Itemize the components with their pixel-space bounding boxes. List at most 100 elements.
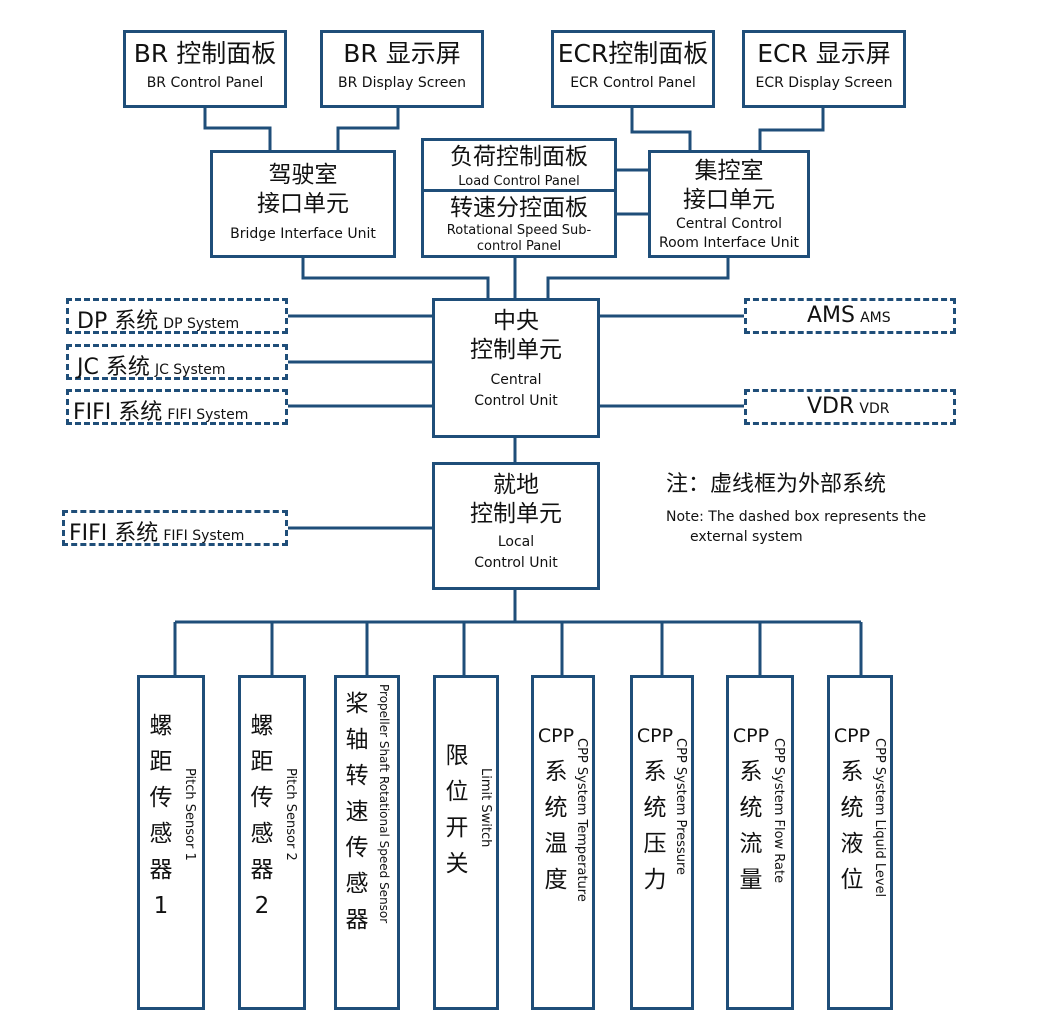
cpp-liquid-level-char: 系 xyxy=(840,759,864,785)
ecr-control-panel-en: ECR Control Panel xyxy=(570,75,696,91)
central-room-unit-zh-line2: 接口单元 xyxy=(683,187,775,213)
pitch-sensor-2-char: 螺 xyxy=(250,713,274,739)
pitch-sensor-2-char: 感 xyxy=(250,821,274,847)
cpp-flow-rate-en: CPP System Flow Rate xyxy=(771,738,786,884)
cpp-temperature-char: 温 xyxy=(544,831,568,857)
local-unit-en-line2: Control Unit xyxy=(474,555,558,571)
cpp-temperature-char: 系 xyxy=(544,759,568,785)
cpp-flow-rate-char: 统 xyxy=(739,795,763,821)
pitch-sensor-1-char: 感 xyxy=(149,821,173,847)
local-unit-zh-line2: 控制单元 xyxy=(470,501,562,527)
cpp-liquid-level-box: CPP 系 统 液 位 CPP System Liquid Level xyxy=(827,675,893,1010)
cpp-flow-rate-char: CPP xyxy=(732,725,770,747)
pitch-sensor-1-zh: 螺 距 传 感 器 1 xyxy=(144,708,178,924)
shaft-sensor-char: 感 xyxy=(345,871,369,897)
ams-sub-label: AMS xyxy=(860,310,891,326)
cpp-pressure-char: 统 xyxy=(643,795,667,821)
ecr-display-screen-box: ECR 显示屏 ECR Display Screen xyxy=(742,30,906,108)
propeller-shaft-speed-sensor-box: 桨 轴 转 速 传 感 器 Propeller Shaft Rotational… xyxy=(334,675,400,1010)
limit-switch-box: 限 位 开 关 Limit Switch xyxy=(433,675,499,1010)
dp-system-en: DP System xyxy=(163,316,240,332)
limit-switch-char: 位 xyxy=(445,779,469,805)
cpp-flow-rate-box: CPP 系 统 流 量 CPP System Flow Rate xyxy=(726,675,794,1010)
cpp-pressure-box: CPP 系 统 压 力 CPP System Pressure xyxy=(630,675,694,1010)
vdr-sub-label: VDR xyxy=(859,401,890,417)
central-room-unit-en-line1: Central Control xyxy=(675,216,783,232)
cpp-temperature-zh: CPP 系 统 温 度 xyxy=(536,718,576,898)
dp-system-box: DP 系统 DP System xyxy=(66,298,288,334)
cpp-pressure-char: 压 xyxy=(643,831,667,857)
pitch-sensor-2-char: 2 xyxy=(254,893,270,919)
pitch-sensor-1-char: 螺 xyxy=(149,713,173,739)
cpp-temperature-box: CPP 系 统 温 度 CPP System Temperature xyxy=(531,675,595,1010)
cpp-temperature-char: 统 xyxy=(544,795,568,821)
pitch-sensor-1-box: 螺 距 传 感 器 1 Pitch Sensor 1 xyxy=(137,675,205,1010)
br-control-panel-en: BR Control Panel xyxy=(146,75,264,91)
shaft-sensor-char: 器 xyxy=(345,907,369,933)
pitch-sensor-1-char: 传 xyxy=(149,785,173,811)
pitch-sensor-2-box: 螺 距 传 感 器 2 Pitch Sensor 2 xyxy=(238,675,306,1010)
note-en: Note: The dashed box represents the exte… xyxy=(666,507,926,547)
cpp-temperature-char: CPP xyxy=(537,725,575,747)
cpp-pressure-zh: CPP 系 统 压 力 xyxy=(635,718,675,898)
limit-switch-char: 限 xyxy=(445,743,469,769)
note-en-line1: Note: The dashed box represents the xyxy=(666,509,927,525)
shaft-sensor-char: 轴 xyxy=(345,727,369,753)
note-zh: 注：虚线框为外部系统 xyxy=(666,472,887,497)
pitch-sensor-2-zh: 螺 距 传 感 器 2 xyxy=(245,708,279,924)
bridge-interface-unit-box: 驾驶室 接口单元 Bridge Interface Unit xyxy=(210,150,396,258)
fifi-system-local-zh: FIFI 系统 xyxy=(69,521,159,546)
cpp-liquid-level-en: CPP System Liquid Level xyxy=(872,738,887,898)
br-display-screen-box: BR 显示屏 BR Display Screen xyxy=(320,30,484,108)
pitch-sensor-2-en: Pitch Sensor 2 xyxy=(283,768,298,861)
ecr-display-screen-zh: ECR 显示屏 xyxy=(757,39,891,68)
speed-sub-control-panel-box: 转速分控面板 Rotational Speed Sub- control Pan… xyxy=(421,189,617,258)
br-display-screen-en: BR Display Screen xyxy=(338,75,466,91)
cpp-temperature-en: CPP System Temperature xyxy=(574,738,589,902)
limit-switch-char: 关 xyxy=(445,851,469,877)
cpp-liquid-level-char: 位 xyxy=(840,867,864,893)
cpp-liquid-level-char: CPP xyxy=(833,725,871,747)
shaft-sensor-char: 速 xyxy=(345,799,369,825)
pitch-sensor-2-char: 距 xyxy=(250,749,274,775)
jc-system-zh: JC 系统 xyxy=(77,355,150,380)
local-control-unit-box: 就地 控制单元 Local Control Unit xyxy=(432,462,600,590)
speed-panel-en-line1: Rotational Speed Sub- xyxy=(446,223,592,238)
shaft-sensor-char: 桨 xyxy=(345,691,369,717)
fifi-system-box-central: FIFI 系统 FIFI System xyxy=(66,389,288,425)
propeller-shaft-speed-sensor-en: Propeller Shaft Rotational Speed Sensor xyxy=(377,684,391,924)
load-control-panel-en: Load Control Panel xyxy=(458,174,580,189)
limit-switch-en: Limit Switch xyxy=(478,768,493,848)
ecr-control-panel-box: ECR控制面板 ECR Control Panel xyxy=(551,30,715,108)
cpp-pressure-char: 系 xyxy=(643,759,667,785)
pitch-sensor-2-char: 器 xyxy=(250,857,274,883)
cpp-liquid-level-char: 统 xyxy=(840,795,864,821)
vdr-box: VDR VDR xyxy=(744,389,956,425)
cpp-pressure-en: CPP System Pressure xyxy=(673,738,688,876)
load-control-panel-zh: 负荷控制面板 xyxy=(450,144,588,170)
central-room-unit-zh-line1: 集控室 xyxy=(694,158,764,184)
note-en-line2: external system xyxy=(690,529,803,545)
speed-panel-en-line2: control Panel xyxy=(476,239,562,254)
central-unit-en-line1: Central xyxy=(490,372,542,388)
ams-box: AMS AMS xyxy=(744,298,956,334)
bridge-unit-zh-line1: 驾驶室 xyxy=(268,162,338,188)
ams-label: AMS xyxy=(807,303,855,328)
central-unit-zh-line1: 中央 xyxy=(493,308,539,334)
cpp-pressure-char: CPP xyxy=(636,725,674,747)
shaft-sensor-char: 转 xyxy=(345,763,369,789)
ecr-control-panel-zh: ECR控制面板 xyxy=(557,39,709,68)
br-control-panel-box: BR 控制面板 BR Control Panel xyxy=(123,30,287,108)
fifi-system-en: FIFI System xyxy=(167,407,249,423)
br-control-panel-zh: BR 控制面板 xyxy=(133,39,277,68)
limit-switch-char: 开 xyxy=(445,815,469,841)
cpp-flow-rate-char: 量 xyxy=(739,867,763,893)
local-unit-zh-line1: 就地 xyxy=(493,472,539,498)
shaft-sensor-char: 传 xyxy=(345,835,369,861)
ecr-display-screen-en: ECR Display Screen xyxy=(755,75,893,91)
cpp-pressure-char: 力 xyxy=(643,867,667,893)
cpp-liquid-level-char: 液 xyxy=(840,831,864,857)
cpp-temperature-char: 度 xyxy=(544,867,568,893)
bridge-unit-zh-line2: 接口单元 xyxy=(257,191,349,217)
